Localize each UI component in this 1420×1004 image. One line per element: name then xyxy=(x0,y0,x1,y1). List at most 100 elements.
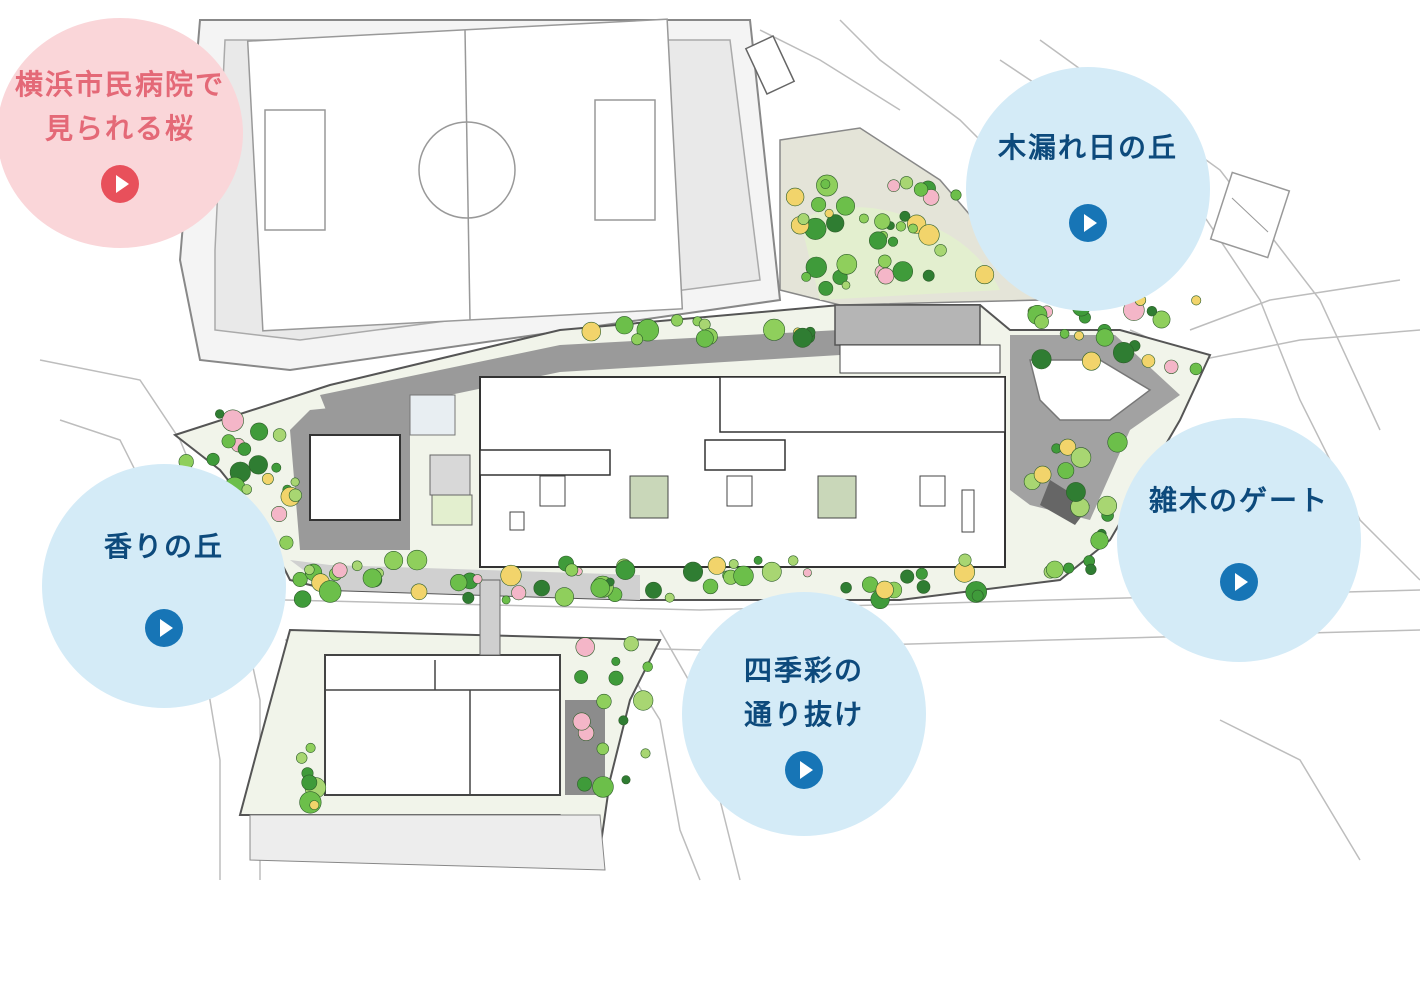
tree xyxy=(462,591,475,604)
tree xyxy=(934,244,947,257)
tree xyxy=(640,748,651,759)
tree xyxy=(916,580,931,594)
tree xyxy=(331,562,348,579)
tree xyxy=(241,484,253,495)
tree xyxy=(908,223,918,234)
hotspot-yokohama-hospital-sakura[interactable]: 横浜市民病院で 見られる桜 xyxy=(0,18,243,248)
tree xyxy=(707,556,727,575)
tree xyxy=(206,452,220,466)
tree xyxy=(1074,330,1084,341)
tree xyxy=(272,428,287,442)
hotspot-label: 香りの丘 xyxy=(103,530,224,563)
tree xyxy=(696,329,714,348)
play-icon[interactable] xyxy=(785,751,823,789)
tree xyxy=(913,182,929,197)
play-icon[interactable] xyxy=(1220,563,1258,601)
tree xyxy=(1034,314,1049,330)
tree xyxy=(664,592,675,603)
tree xyxy=(805,256,827,278)
tree xyxy=(787,555,799,566)
hotspot-label: 横浜市民病院で 見られる桜 xyxy=(14,68,225,145)
tree xyxy=(1063,562,1075,574)
tree xyxy=(301,774,318,791)
tree xyxy=(1046,560,1064,579)
tree xyxy=(621,775,631,785)
tree xyxy=(645,581,662,599)
tree xyxy=(811,197,827,213)
tree xyxy=(221,409,244,432)
tree xyxy=(577,776,592,792)
tree xyxy=(271,505,288,522)
tree xyxy=(472,574,483,584)
tree xyxy=(500,564,522,587)
tree xyxy=(820,179,831,189)
play-icon[interactable] xyxy=(145,609,183,647)
tennis-court xyxy=(1209,171,1291,259)
play-icon[interactable] xyxy=(101,165,139,203)
tree xyxy=(728,559,739,569)
tree xyxy=(1090,531,1109,550)
tree xyxy=(1085,563,1097,576)
tree xyxy=(1059,438,1077,456)
tree xyxy=(642,661,653,672)
tree xyxy=(261,472,274,485)
tree xyxy=(611,656,621,666)
tree xyxy=(215,409,225,419)
tree xyxy=(895,221,907,232)
tree xyxy=(1070,447,1092,468)
tree xyxy=(636,319,659,342)
tree xyxy=(975,265,995,285)
tree xyxy=(362,568,382,588)
tree xyxy=(633,690,654,711)
tree xyxy=(702,578,719,595)
tree xyxy=(623,636,639,652)
tree xyxy=(1191,295,1202,306)
tree xyxy=(1189,362,1203,376)
tree xyxy=(785,187,805,207)
hotspot-label: 雑木のゲート xyxy=(1148,484,1329,517)
tree xyxy=(351,560,363,572)
tree xyxy=(1059,328,1070,339)
tree xyxy=(581,321,601,342)
tree xyxy=(631,333,643,346)
tree xyxy=(590,578,610,598)
tree xyxy=(384,550,404,570)
tree xyxy=(1152,310,1171,329)
tree xyxy=(410,583,428,601)
soccer-stadium xyxy=(178,18,782,372)
tree xyxy=(1082,351,1101,371)
hotspot-shikisai-passage[interactable]: 四季彩の 通り抜け xyxy=(682,592,926,836)
hotspot-zouki-gate[interactable]: 雑木のゲート xyxy=(1117,418,1361,662)
tree xyxy=(899,176,914,190)
tree xyxy=(304,564,315,575)
hotspot-komorebi-hill[interactable]: 木漏れ日の丘 xyxy=(966,67,1210,311)
tree xyxy=(875,580,894,600)
tree xyxy=(682,561,703,582)
tree xyxy=(319,580,342,603)
tree xyxy=(892,261,913,282)
tree xyxy=(922,189,940,206)
tree xyxy=(877,267,895,285)
tree xyxy=(887,179,901,192)
tree xyxy=(290,477,300,487)
tree xyxy=(596,693,612,710)
tree xyxy=(763,318,786,341)
tree xyxy=(309,800,320,810)
tree xyxy=(835,196,855,216)
tree xyxy=(615,316,634,335)
tree xyxy=(761,561,782,582)
tree xyxy=(1033,465,1052,484)
tree xyxy=(899,210,911,222)
hotspot-kaori-hill[interactable]: 香りの丘 xyxy=(42,464,286,708)
tree xyxy=(971,589,984,602)
tree xyxy=(1031,349,1052,370)
tree xyxy=(248,455,268,475)
tree xyxy=(840,581,852,594)
tree xyxy=(618,715,629,726)
tree xyxy=(1057,462,1075,480)
tree xyxy=(237,442,252,456)
tree xyxy=(922,269,935,282)
play-icon[interactable] xyxy=(1069,204,1107,242)
tree xyxy=(572,712,591,731)
tree xyxy=(1164,359,1179,374)
